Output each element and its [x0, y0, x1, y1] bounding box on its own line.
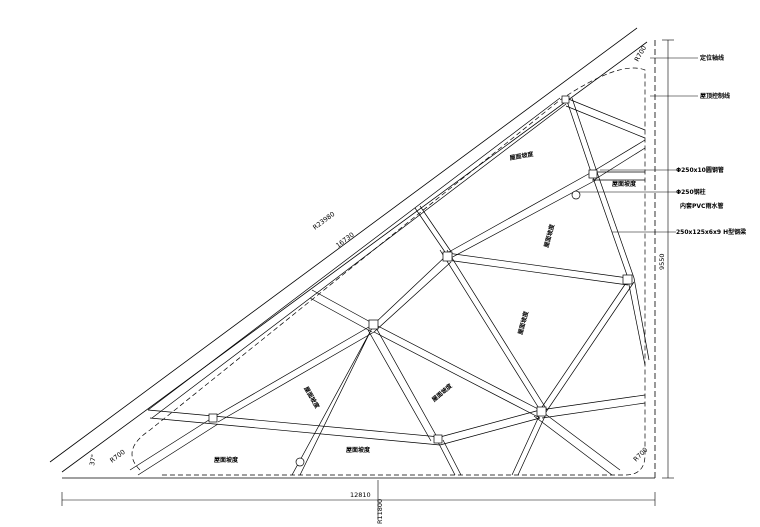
- slope-label: 屋面坡度: [430, 381, 454, 403]
- slope-label: 屋面坡度: [302, 385, 321, 411]
- dim-right-height: 9550: [658, 253, 666, 270]
- slope-label: 屋面坡度: [346, 446, 371, 454]
- slope-label: 屋面坡度: [542, 222, 556, 248]
- callout-h-beam: 250x125x6x9 H型钢梁: [676, 228, 746, 236]
- callout-roof-line: 屋顶控制线: [700, 92, 730, 100]
- dimension-lines: [61, 39, 674, 520]
- slope-label: 屋面坡度: [516, 309, 530, 335]
- beam-network: [129, 97, 650, 476]
- dim-hyp-inner: 16730: [334, 231, 355, 250]
- slope-label: 屋面坡度: [509, 150, 535, 162]
- dim-r700-left: R700: [108, 448, 126, 465]
- callout-positioning-line: 定位轴线: [699, 54, 724, 62]
- dim-bottom-width: 12810: [350, 491, 371, 499]
- dim-bottom-radius: R11800: [376, 499, 384, 524]
- outer-boundary: [49, 27, 656, 479]
- slope-label: 屋面坡度: [612, 180, 637, 188]
- slope-label: 屋面坡度: [214, 456, 239, 464]
- callout-steel-tube: Φ250x10圆钢管: [676, 166, 724, 174]
- dim-r700-br: R700: [632, 446, 650, 464]
- dim-r700-top: R700: [633, 44, 648, 63]
- callout-column: Φ250钢柱: [676, 188, 706, 196]
- dim-angle: 37°: [88, 454, 98, 467]
- roof-outline-dashed: [131, 67, 646, 476]
- callout-leaders: [578, 57, 698, 233]
- dim-hyp-outer: R23980: [311, 210, 336, 232]
- callout-pipe: 内套PVC雨水管: [680, 202, 723, 210]
- beam-nodes: [208, 95, 633, 467]
